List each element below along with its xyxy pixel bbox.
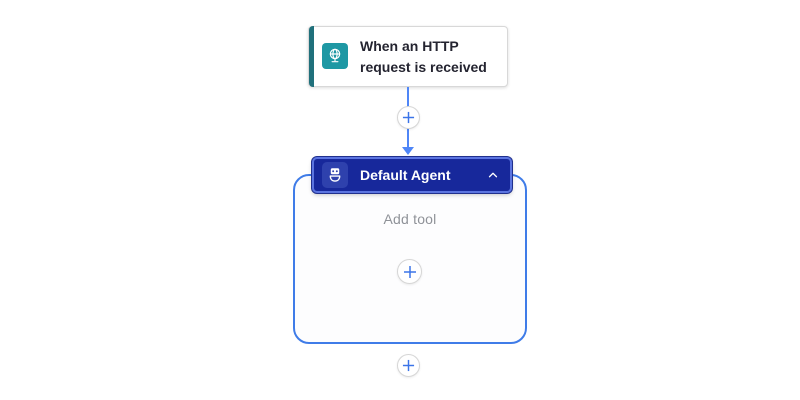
connector-arrowhead	[402, 147, 414, 155]
trigger-card-http-request[interactable]: When an HTTP request is received	[308, 26, 508, 87]
add-tool-button[interactable]	[397, 259, 422, 284]
plus-icon	[402, 359, 415, 372]
chevron-up-icon	[488, 172, 498, 178]
add-tool-placeholder: Add tool	[383, 211, 437, 227]
agent-title: Default Agent	[360, 167, 451, 183]
trigger-accent-stripe	[309, 26, 314, 87]
plus-icon	[402, 111, 415, 124]
collapse-agent-button[interactable]	[482, 164, 504, 186]
trigger-title: When an HTTP request is received	[360, 37, 487, 75]
http-request-globe-icon	[322, 43, 348, 69]
add-action-after-agent-button[interactable]	[397, 354, 420, 377]
plus-icon	[403, 265, 416, 278]
insert-action-button[interactable]	[397, 106, 420, 129]
agent-bot-icon	[322, 162, 348, 188]
agent-header-card[interactable]: Default Agent	[312, 157, 512, 193]
